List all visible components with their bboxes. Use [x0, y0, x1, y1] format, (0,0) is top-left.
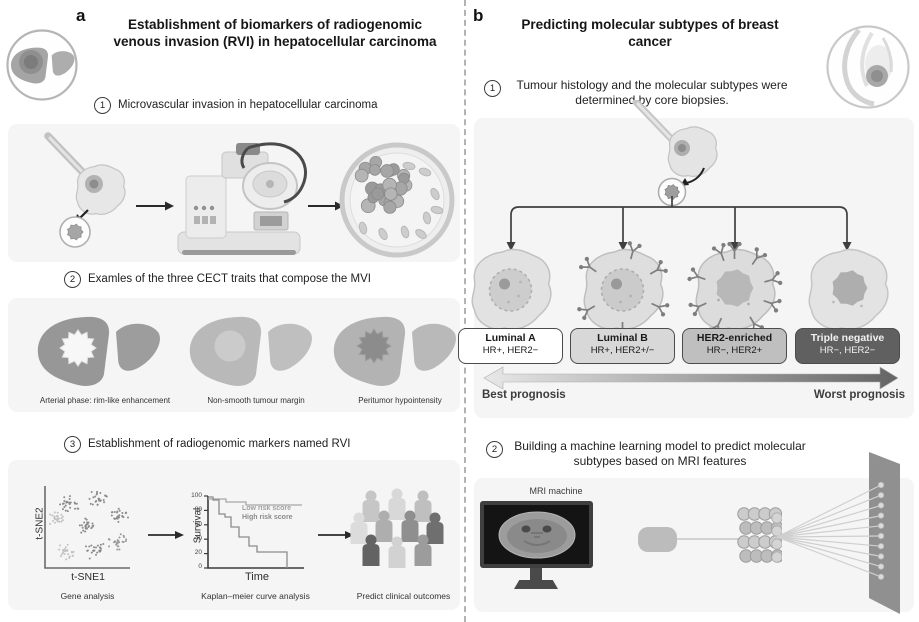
step-b2-line2: subtypes based on MRI features [573, 454, 747, 468]
km-caption: Kaplan–meier curve analysis [201, 591, 310, 601]
mri-screen [484, 505, 589, 564]
nn-connection-line [677, 538, 739, 540]
step-b1-line2: determined by core biopsies. [575, 93, 729, 107]
breast-icon [826, 25, 910, 109]
km-ytick-60: 60 [194, 521, 202, 528]
worst-prognosis-label: Worst prognosis [813, 389, 905, 401]
step-b1-number: 1 [484, 80, 501, 97]
step-b2-number: 2 [486, 441, 503, 458]
petri-dish-icon [339, 142, 455, 258]
cect-traits-illustration [37, 316, 456, 386]
panel-b-title-line1: Predicting molecular subtypes of breast [521, 17, 779, 32]
km-high-risk-curve [208, 496, 288, 568]
cect-trait-1-caption: Arterial phase: rim-like enhancement [39, 396, 171, 405]
step-a1-number: 1 [94, 97, 111, 114]
liver-rim-enhancement-icon [37, 316, 160, 386]
analysis-illustration [44, 486, 444, 569]
liver-peritumor-icon [333, 316, 456, 386]
nn-output-layer-icon [776, 452, 900, 614]
microtome-icon [177, 142, 307, 255]
step-a2: 2 Examles of the three CECT traits that … [64, 271, 371, 288]
cect-trait-2-caption: Non-smooth tumour margin [207, 396, 305, 405]
flow-arrow-4 [318, 531, 354, 539]
tsne-y-axis-label: t-SNE2 [34, 507, 46, 540]
triple-negative-cell-icon [808, 248, 889, 331]
nn-feature-cube-icon [737, 507, 782, 563]
panel-b-title: Predicting molecular subtypes of breast … [500, 16, 800, 50]
step-a2-text: Examles of the three CECT traits that co… [88, 273, 371, 285]
cect-trait-3-caption: Peritumor hypointensity [358, 396, 442, 405]
biopsy-needle-icon [44, 132, 126, 248]
flow-arrow-3 [148, 531, 184, 539]
step-a3: 3 Establishment of radiogenomic markers … [64, 436, 351, 453]
step-b2-line1: Building a machine learning model to pre… [514, 439, 806, 453]
subtype-4-receptors: HR−, HER2− [819, 345, 876, 356]
subtype-box-1: Luminal A HR+, HER2− [458, 328, 563, 364]
subtype-box-4: Triple negative HR−, HER2− [795, 328, 900, 364]
step-b1-text: Tumour histology and the molecular subty… [502, 78, 802, 108]
km-ytick-80: 80 [194, 506, 202, 513]
subtype-illustration [471, 100, 889, 340]
branch-arrowheads [506, 242, 852, 251]
best-prognosis-label: Best prognosis [482, 389, 566, 401]
subtype-1-name: Luminal A [485, 332, 536, 344]
panel-divider [464, 0, 466, 622]
liver-nonsmooth-margin-icon [189, 316, 312, 386]
monitor-base [514, 580, 558, 589]
km-legend-low-risk: Low risk score [242, 505, 292, 512]
step-b1-line1: Tumour histology and the molecular subty… [516, 78, 788, 92]
subtype-4-name: Triple negative [810, 332, 885, 344]
km-ytick-0: 0 [198, 563, 202, 570]
step-b2-text: Building a machine learning model to pre… [505, 439, 815, 469]
output-panel [869, 452, 900, 614]
subtype-box-2: Luminal B HR+, HER2+/− [570, 328, 675, 364]
km-plot [204, 495, 304, 569]
km-ytick-20: 20 [194, 549, 202, 556]
tsne-x-axis-label: t-SNE1 [71, 571, 105, 583]
gene-analysis-caption: Gene analysis [60, 591, 115, 601]
step-b1: 1 [484, 80, 501, 97]
step-a1: 1 Microvascular invasion in hepatocellul… [94, 97, 378, 114]
step-a3-number: 3 [64, 436, 81, 453]
panel-b-label: b [473, 6, 484, 25]
mri-scan-image [498, 511, 576, 559]
km-ytick-40: 40 [194, 535, 202, 542]
subtype-box-3: HER2-enriched HR−, HER2+ [682, 328, 787, 364]
subtype-2-receptors: HR+, HER2+/− [590, 345, 655, 356]
subtype-3-name: HER2-enriched [696, 332, 773, 344]
flow-arrow-2 [308, 201, 344, 211]
monitor-neck [530, 568, 542, 581]
nn-input-cylinder-icon [638, 527, 677, 552]
biopsy-workflow-illustration [44, 132, 455, 258]
branch-connector [510, 196, 848, 243]
people-group-icon [350, 488, 444, 568]
step-a2-number: 2 [64, 271, 81, 288]
step-a1-text: Microvascular invasion in hepatocellular… [118, 99, 378, 111]
km-ytick-100: 100 [191, 492, 202, 499]
subtype-2-name: Luminal B [597, 332, 648, 344]
step-a3-text: Establishment of radiogenomic markers na… [88, 438, 351, 450]
subtype-3-receptors: HR−, HER2+ [706, 345, 763, 356]
panel-b-title-line2: cancer [628, 34, 672, 49]
liver-icon [6, 29, 78, 101]
panel-a-title-line2: venous invasion (RVI) in hepatocellular … [113, 34, 437, 49]
mri-machine-label: MRI machine [529, 486, 583, 496]
subtype-1-receptors: HR+, HER2− [482, 345, 539, 356]
panel-a-label: a [76, 6, 86, 25]
prognosis-arrow [483, 366, 899, 390]
tsne-plot [44, 486, 130, 569]
km-low-risk-curve [208, 498, 302, 506]
panel-a-title-line1: Establishment of biomarkers of radiogeno… [127, 17, 423, 32]
luminal-b-cell-icon [576, 240, 670, 340]
her2-enriched-cell-icon [687, 241, 783, 337]
flow-arrow-1 [136, 201, 174, 211]
km-x-axis-label: Time [244, 571, 270, 583]
panel-a-title: Establishment of biomarkers of radiogeno… [90, 16, 460, 50]
luminal-a-cell-icon [471, 248, 552, 331]
breast-biopsy-needle-icon [632, 100, 718, 207]
step-b2: 2 [486, 441, 503, 458]
km-legend-high-risk: High risk score [242, 514, 293, 521]
outcomes-caption: Predict clinical outcomes [356, 591, 451, 601]
